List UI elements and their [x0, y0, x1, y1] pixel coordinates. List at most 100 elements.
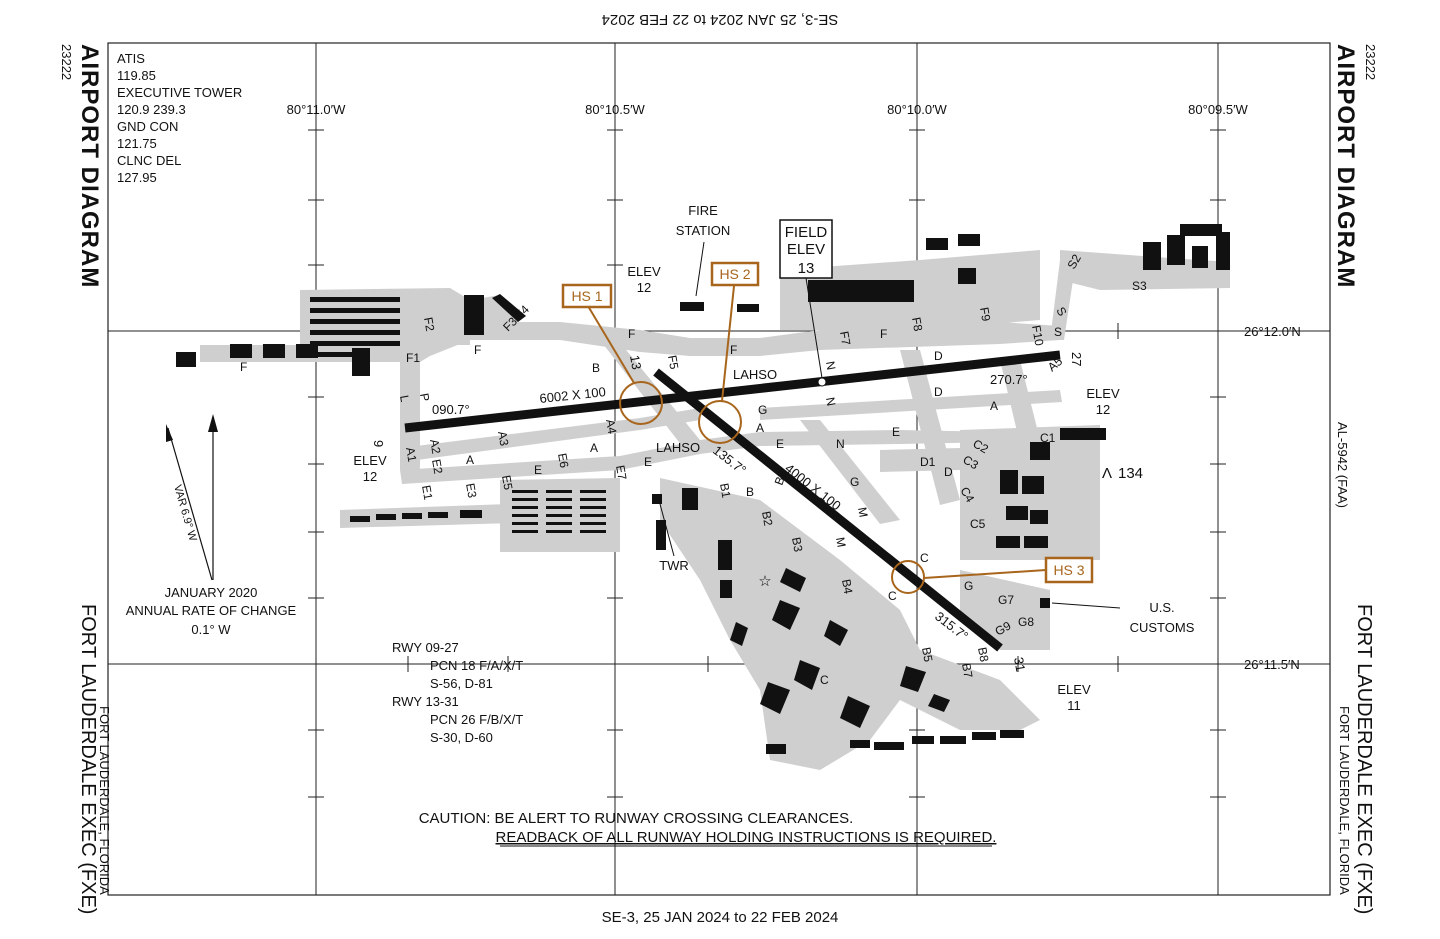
pcn-line: PCN 18 F/A/X/T: [430, 658, 523, 673]
rwy-27-heading: 270.7°: [990, 372, 1028, 387]
taxiway-label: B3: [789, 536, 805, 553]
taxiway-label: E: [776, 437, 784, 451]
runway-end-elevations: ELEV 12 ELEV 12 ELEV 12 ELEV 11: [353, 264, 1120, 713]
taxiway-label: P: [417, 392, 432, 402]
taxiway-label: G: [850, 475, 859, 489]
taxiway-label: F10: [1029, 324, 1046, 347]
taxiway-label: A3: [495, 430, 511, 447]
taxiway-label: C4: [957, 485, 977, 506]
freq-line: CLNC DEL: [117, 153, 181, 168]
taxiway-label: C: [888, 589, 897, 603]
taxiway-label: F: [730, 343, 737, 357]
taxiway-label: F: [880, 327, 887, 341]
taxiway-label: A4: [603, 418, 619, 435]
taxiway-label: S2: [1064, 252, 1084, 272]
pcn-line: RWY 09-27: [392, 640, 459, 655]
variation-note: 0.1° W: [191, 622, 231, 637]
field-elev-box: [779, 219, 833, 279]
customs-label: CUSTOMS: [1130, 620, 1195, 635]
variation-label: VAR 6.9° W: [171, 484, 199, 544]
taxiway-label: B2: [772, 468, 790, 487]
pcn-line: PCN 26 F/B/X/T: [430, 712, 523, 727]
chart-number-left: 23222: [59, 44, 74, 80]
pcn-line: S-56, D-81: [430, 676, 493, 691]
variation-note: ANNUAL RATE OF CHANGE: [126, 603, 297, 618]
chart-number-right: 23222: [1363, 44, 1378, 80]
lat-label: 26°11.5′N: [1244, 657, 1300, 672]
rwy-1331-dimensions: 4000 X 100: [782, 461, 844, 514]
taxiway-label: L: [397, 394, 412, 403]
taxiway-label: M: [855, 506, 871, 518]
taxiway-label: S3: [1132, 279, 1147, 293]
buildings: [176, 224, 1230, 754]
taxiway-label: G: [758, 403, 767, 417]
taxiway-label: E7: [613, 464, 629, 481]
elev-label: ELEV: [1086, 386, 1120, 401]
fire-station-pointer: [695, 241, 705, 297]
taxiway-label: F: [240, 360, 247, 374]
taxiway-label: F8: [909, 316, 925, 333]
airport-city-left: FORT LAUDERDALE, FLORIDA: [97, 706, 112, 895]
taxiway-label: C3: [961, 452, 982, 472]
lon-label: 80°11.0′W: [287, 102, 346, 117]
taxiway-label: B: [746, 485, 754, 499]
obstacle-icon: Λ: [1102, 465, 1112, 482]
taxiway-label: N: [836, 437, 845, 451]
taxiway-label: D: [934, 385, 943, 399]
runway-09-27: [404, 350, 1061, 433]
lon-label: 80°09.5′W: [1188, 102, 1248, 117]
rwy-0927-dimensions: 6002 X 100: [539, 384, 607, 406]
taxiway-label: B4: [839, 578, 855, 595]
hot-spot-label: HS 2: [719, 266, 750, 282]
taxiway-label: B7: [959, 662, 975, 679]
taxiway-label: G7: [998, 593, 1014, 607]
chart-ref: AL-5942 (FAA): [1335, 422, 1350, 508]
tower-pointer: [659, 503, 675, 557]
tower-label: TWR: [659, 558, 689, 573]
elev-value: 12: [637, 280, 651, 295]
taxiway-label: F2: [421, 316, 437, 333]
taxiway-label: G: [964, 579, 973, 593]
taxiway-label: C2: [971, 436, 992, 456]
taxiway-label: B5: [919, 646, 935, 663]
taxiway-label: F7: [837, 330, 853, 347]
fire-station-label: FIRE: [688, 203, 718, 218]
hot-spot-label: HS 3: [1053, 562, 1084, 578]
taxiway-label: D: [934, 349, 943, 363]
elev-value: 12: [1096, 402, 1110, 417]
lon-label: 80°10.5′W: [585, 102, 645, 117]
rwy-31-end: 31: [1011, 656, 1028, 673]
taxiway-label: A: [466, 453, 474, 467]
hot-spot-label: HS 1: [571, 288, 602, 304]
taxiway-label: D: [944, 465, 953, 479]
chart-frame: [107, 42, 1331, 896]
effective-date-bottom: SE-3, 25 JAN 2024 to 22 FEB 2024: [602, 909, 839, 926]
freq-line: 121.75: [117, 136, 157, 151]
taxiway-label: E: [644, 455, 652, 469]
elev-label: ELEV: [627, 264, 661, 279]
elev-label: ELEV: [1057, 682, 1091, 697]
chart-title-right: AIRPORT DIAGRAM: [1332, 44, 1359, 288]
lahso-label: LAHSO: [733, 367, 777, 382]
pcn-block: RWY 09-27 PCN 18 F/A/X/T S-56, D-81 RWY …: [392, 640, 523, 745]
taxiway-label: E5: [499, 474, 515, 491]
pcn-line: RWY 13-31: [392, 694, 459, 709]
rwy-09-heading: 090.7°: [432, 402, 470, 417]
freq-line: ATIS: [117, 51, 145, 66]
taxiway-label: F5: [665, 354, 681, 371]
field-elev-value: 13: [798, 260, 815, 277]
taxiway-label: B1: [717, 482, 733, 499]
lahso-point: [817, 377, 827, 387]
field-elev-pointer: [805, 277, 823, 379]
taxiway-label: A1: [403, 446, 419, 463]
taxiway-label: E6: [555, 452, 571, 469]
runway-13-31: [653, 368, 1003, 652]
taxiway-label: B: [592, 361, 600, 375]
lon-label: 80°10.0′W: [887, 102, 947, 117]
caution-line-2: READBACK OF ALL RUNWAY HOLDING INSTRUCTI…: [496, 829, 997, 846]
fire-station-label: STATION: [676, 223, 730, 238]
taxiway-label: S: [1054, 325, 1062, 339]
lat-label: 26°12.0′N: [1244, 324, 1301, 339]
true-north-arrow-icon: [208, 414, 218, 432]
freq-line: EXECUTIVE TOWER: [117, 85, 242, 100]
